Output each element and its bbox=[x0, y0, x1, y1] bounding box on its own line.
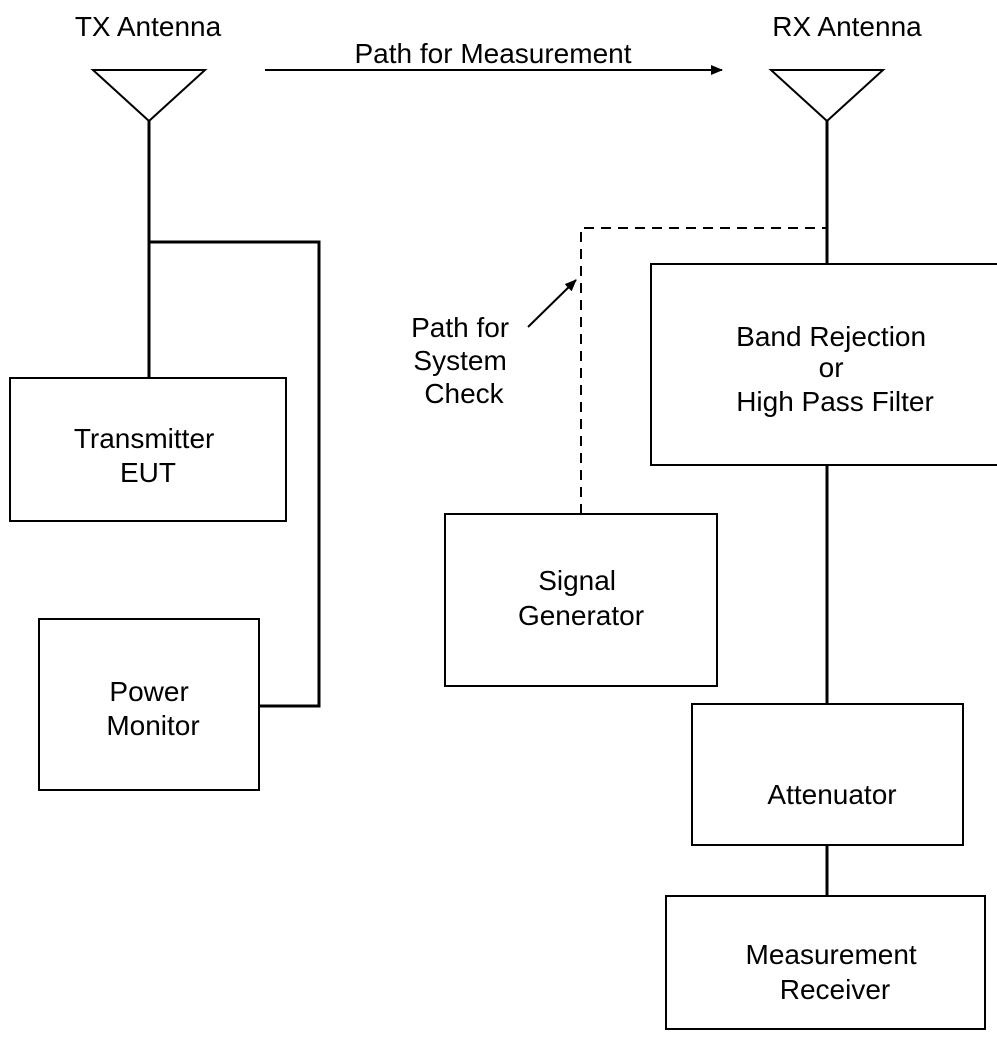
system-check-path bbox=[580, 227, 827, 514]
rx-antenna-label: RX Antenna bbox=[772, 11, 922, 42]
signal-generator-label: Signal Generator bbox=[518, 565, 644, 631]
power-monitor-label: Power Monitor bbox=[106, 676, 199, 741]
power-monitor-line bbox=[149, 240, 321, 708]
measurement-path-label: Path for Measurement bbox=[354, 38, 631, 69]
attenuator-label: Attenuator bbox=[767, 779, 896, 810]
power-monitor-box bbox=[38, 618, 260, 791]
attenuator-box bbox=[691, 703, 964, 846]
measurement-receiver-box bbox=[665, 895, 986, 1030]
filter-label: Band Rejection or High Pass Filter bbox=[736, 321, 934, 417]
tx-antenna-icon bbox=[90, 69, 208, 123]
tx-antenna-label: TX Antenna bbox=[75, 11, 222, 42]
system-check-label: Path for System Check bbox=[411, 312, 517, 409]
system-check-pointer-arrow bbox=[527, 279, 577, 328]
transmitter-eut-box bbox=[9, 377, 287, 522]
transmitter-eut-label: Transmitter EUT bbox=[74, 423, 222, 488]
rx-antenna-icon bbox=[768, 69, 886, 123]
filter-box bbox=[650, 263, 997, 466]
measurement-receiver-label: Measurement Receiver bbox=[746, 939, 925, 1005]
signal-generator-box bbox=[444, 513, 718, 687]
